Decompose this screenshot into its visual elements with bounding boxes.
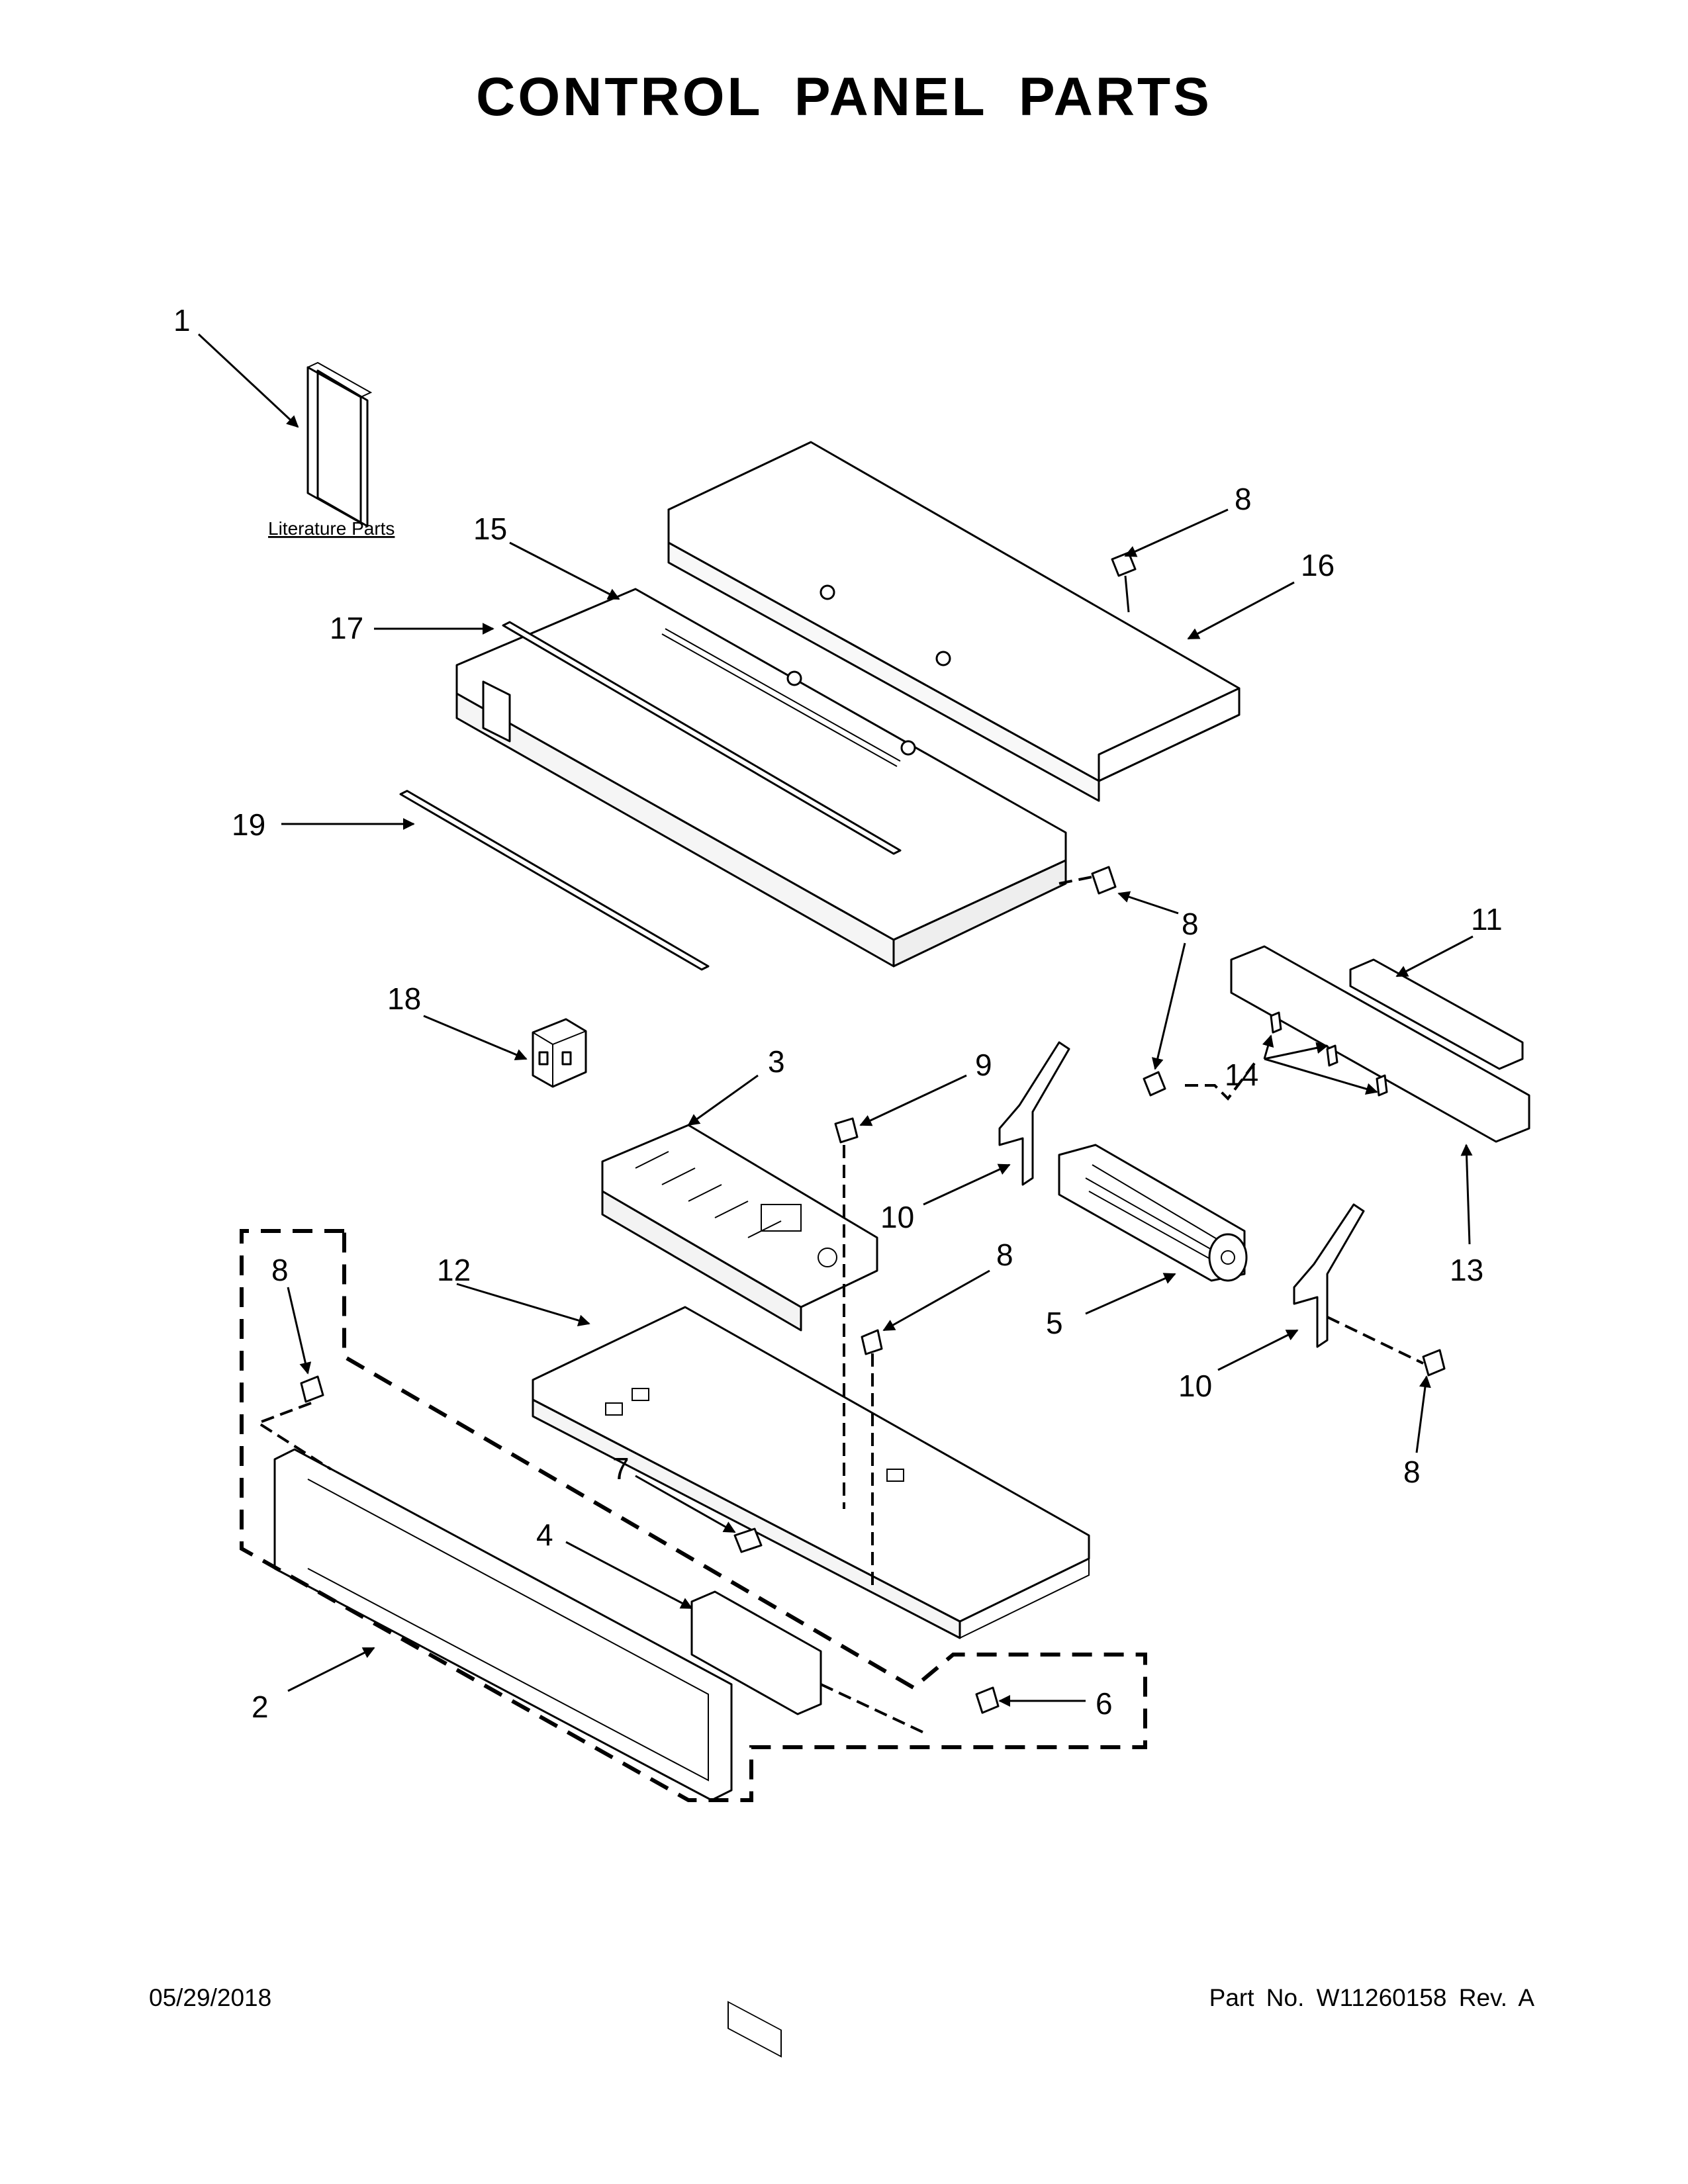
callout-8-left: 8 [271,1253,289,1287]
main-housing-part [455,588,1067,968]
callout-5: 5 [1046,1306,1063,1340]
footer-part-number: Part No. W11260158 Rev. A [1209,1984,1534,2011]
phantom-lines [255,876,1424,1735]
callout-9: 9 [975,1048,992,1082]
literature-parts-label: Literature Parts [268,518,395,539]
callout-6: 6 [1096,1686,1113,1721]
callout-15: 15 [473,512,507,546]
top-cover-panel-part [667,441,1241,802]
callout-18: 18 [387,981,421,1016]
ui-control-part [690,1590,822,2058]
console-trim-part [273,1448,733,1801]
control-board-part [601,1124,878,1332]
trim-strip-19-part [399,790,710,971]
callout-16: 16 [1301,548,1335,582]
screw-parts [300,551,1446,1714]
bottom-panel-part [532,1306,1090,1639]
callout-3: 3 [768,1044,785,1079]
page-title: CONTROL PANEL PARTS [476,67,1212,127]
assembly-dashed-outline [240,1229,1147,1802]
callout-2: 2 [252,1690,269,1724]
callout-14: 14 [1225,1058,1258,1092]
clip-part [733,1527,763,1553]
blower-fan-part [1058,1144,1248,1282]
callout-8-board: 8 [996,1238,1013,1272]
callout-10-lower: 10 [1178,1369,1212,1403]
callout-8-housing: 8 [1182,907,1199,941]
callout-17: 17 [330,611,363,645]
foam-strip-part [1349,958,1524,1070]
callout-1: 1 [173,303,191,338]
mounting-bracket-upper-part [998,1041,1070,1186]
rear-bracket-part [1230,945,1530,1143]
terminals-part [1270,1011,1388,1097]
leader-arrows [197,333,1474,1707]
mounting-bracket-lower-part [1293,1203,1365,1348]
callout-13: 13 [1450,1253,1483,1287]
trim-strip-17-part [502,621,902,855]
relay-part [532,1018,587,1088]
callout-8-top: 8 [1235,482,1252,516]
callout-10-upper: 10 [880,1200,914,1234]
footer-date: 05/29/2018 [149,1984,272,2011]
callout-19: 19 [232,807,265,842]
callout-12: 12 [437,1253,471,1287]
callout-11: 11 [1471,902,1503,936]
callout-8-right: 8 [1403,1455,1421,1489]
callout-4: 4 [536,1518,553,1552]
callout-7: 7 [612,1451,630,1486]
literature-booklet-part [306,361,373,527]
